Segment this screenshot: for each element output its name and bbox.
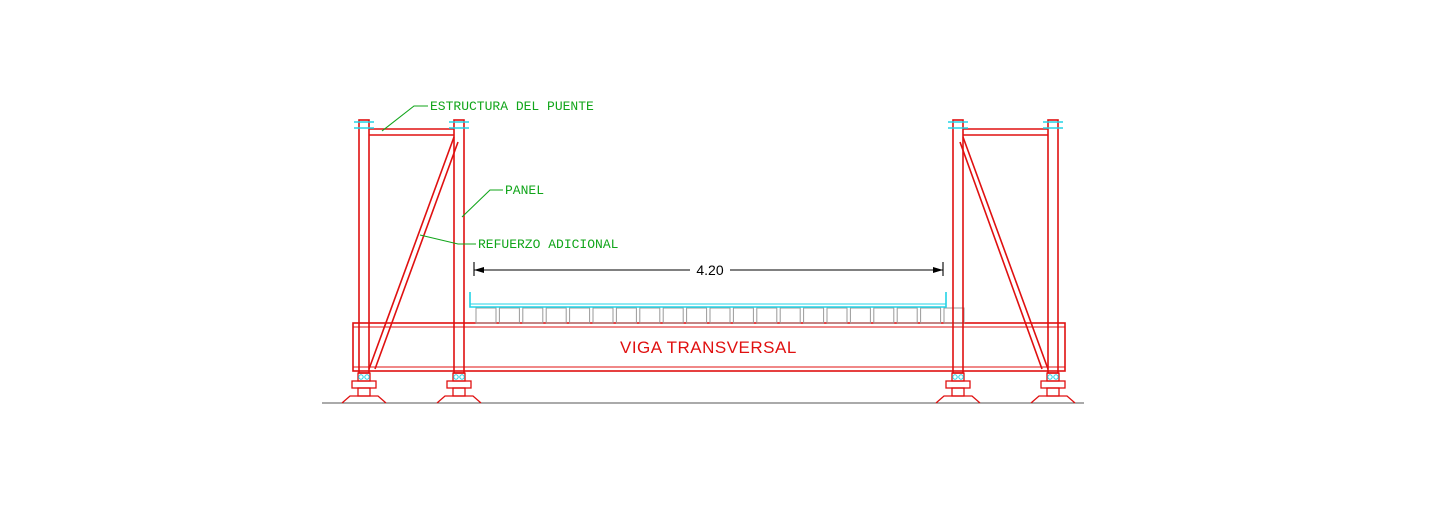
post-base: [935, 372, 981, 404]
transverse-beam-label: VIGA TRANSVERSAL: [620, 338, 797, 357]
post-base: [341, 372, 387, 404]
deck-tray: [469, 292, 947, 308]
deck-slat: [639, 307, 661, 324]
deck-slat: [615, 307, 637, 324]
deck-slat: [662, 307, 684, 324]
deck-slat: [896, 307, 918, 324]
span-dimension-label: 4.20: [696, 262, 723, 278]
deck-slat: [943, 307, 965, 324]
post-base: [436, 372, 482, 404]
deck-slat: [920, 307, 942, 324]
deck-slat: [498, 307, 520, 324]
deck-slat: [545, 307, 567, 324]
left-panel: [354, 119, 469, 374]
panel-label: PANEL: [505, 183, 544, 198]
deck-slat: [709, 307, 731, 324]
transverse-beam: [352, 322, 1066, 372]
deck-slats: [475, 307, 965, 324]
bridge-structure-label: ESTRUCTURA DEL PUENTE: [430, 99, 594, 114]
post-bases: [341, 372, 1076, 404]
deck-slat: [522, 307, 544, 324]
span-dimension: 4.20: [473, 262, 944, 278]
deck-slat: [475, 307, 497, 324]
deck-slat: [686, 307, 708, 324]
deck-slat: [803, 307, 825, 324]
deck-slat: [592, 307, 614, 324]
deck-slat: [569, 307, 591, 324]
leader-lines: [381, 105, 503, 245]
post-base: [1030, 372, 1076, 404]
additional-reinforcement-label: REFUERZO ADICIONAL: [478, 237, 618, 252]
deck-slat: [826, 307, 848, 324]
right-panel: [948, 119, 1063, 374]
deck-slat: [779, 307, 801, 324]
deck-slat: [849, 307, 871, 324]
deck-slat: [873, 307, 895, 324]
deck-slat: [732, 307, 754, 324]
deck-slat: [756, 307, 778, 324]
